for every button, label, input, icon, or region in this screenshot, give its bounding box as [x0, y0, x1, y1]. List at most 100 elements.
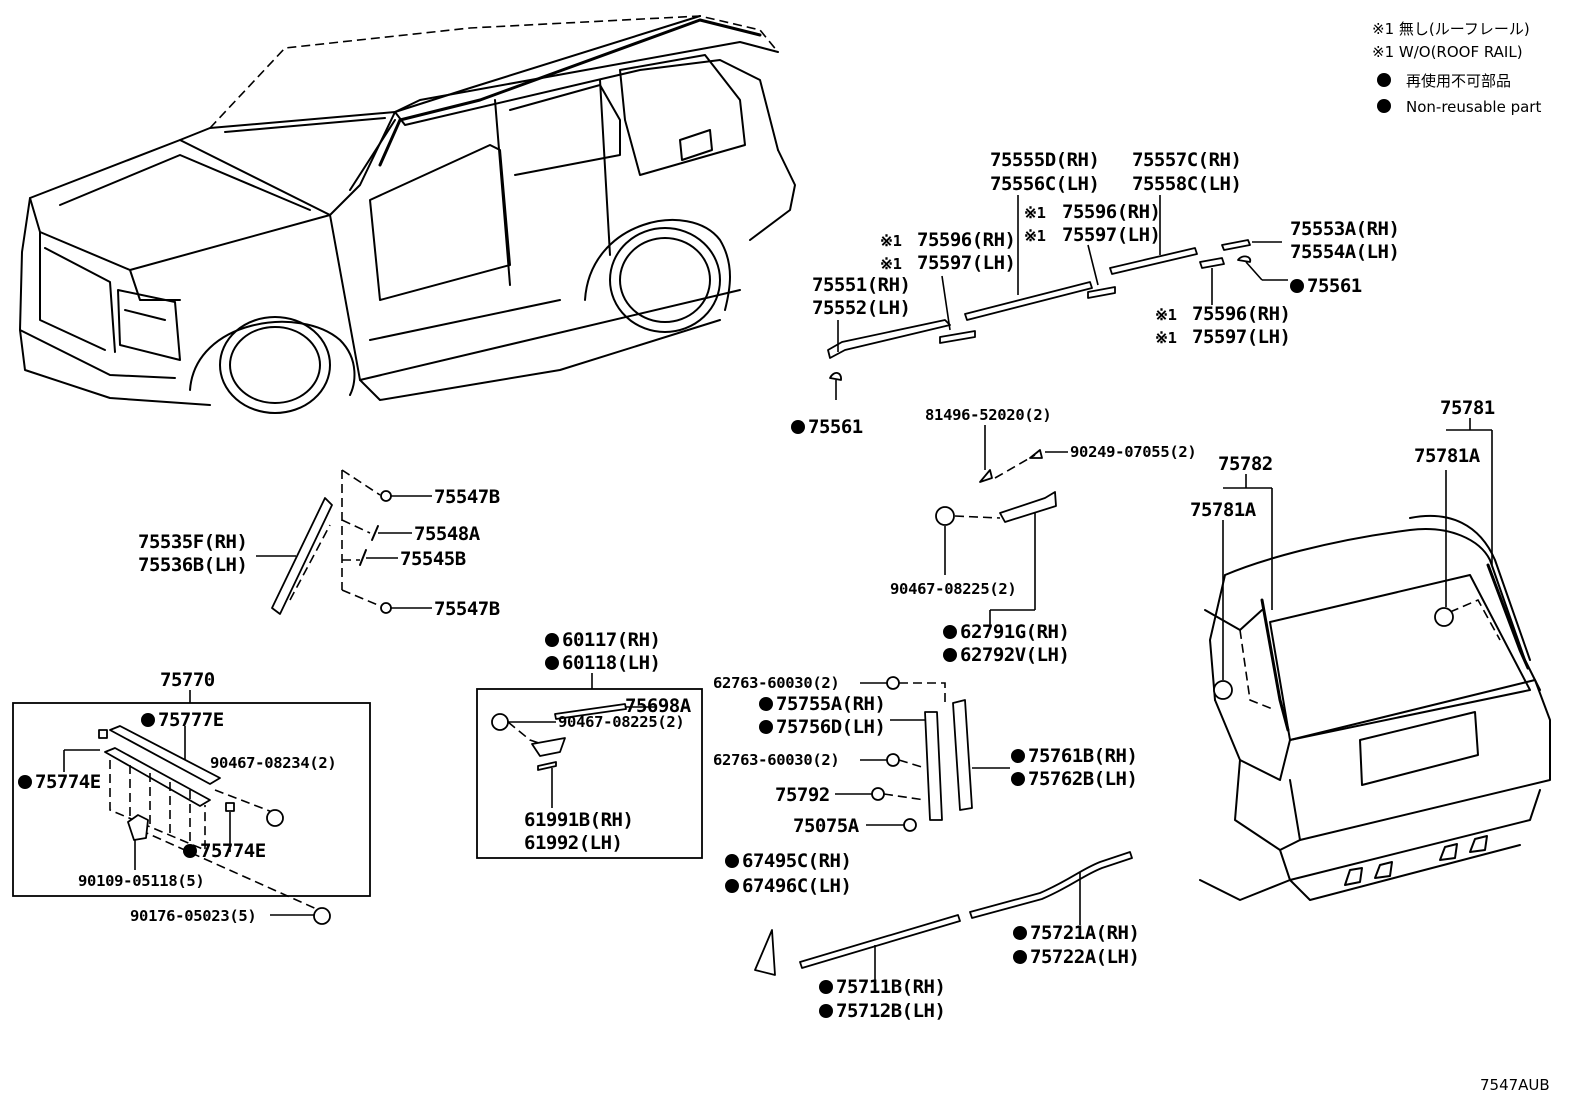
clip-90467-08234: [266, 809, 284, 827]
non-reusable-dot-icon: [1013, 926, 1027, 940]
moulding-75721A: [969, 851, 1133, 919]
non-reusable-dot-icon: [1377, 73, 1391, 87]
moulding-75553A: [1221, 239, 1251, 251]
label-75712B: 75712B(LH): [836, 1000, 945, 1022]
moulding-75557C: [1109, 247, 1198, 275]
non-reusable-dot-icon: [1013, 950, 1027, 964]
label-75596-a: 75596(RH): [917, 229, 1015, 251]
garnish-75761B: [952, 699, 973, 811]
label-75781: 75781: [1440, 397, 1495, 419]
label-75777E: 75777E: [158, 709, 224, 731]
garnish-62791G: [999, 491, 1057, 523]
cover-75597: [1087, 286, 1116, 299]
label-75774E-b: 75774E: [200, 840, 266, 862]
label-75547B-a: 75547B: [434, 486, 500, 508]
box-75770: 75770 75777E 90467-08234(2) 75774E 75774…: [12, 669, 371, 925]
label-90109: 90109-05118(5): [78, 872, 204, 890]
moulding-75555D: [964, 281, 1093, 321]
non-reusable-dot-icon: [183, 844, 197, 858]
moulding-75551: [827, 319, 951, 359]
label-90467-08225-a: 90467-08225(2): [890, 580, 1016, 598]
label-75596-b: 75596(RH): [1062, 201, 1160, 223]
label-62791G: 62791G(RH): [960, 621, 1069, 643]
cover-75596-c: [1199, 257, 1225, 269]
ref-mark: ※1: [880, 232, 902, 250]
non-reusable-dot-icon: [725, 854, 739, 868]
non-reusable-dot-icon: [943, 625, 957, 639]
label-75535F: 75535F(RH): [138, 531, 247, 553]
vehicle-rear-view: 75781 75781A 75782 75781A: [1190, 397, 1551, 901]
label-67495C: 67495C(RH): [742, 850, 851, 872]
label-75554A: 75554A(LH): [1290, 241, 1399, 263]
label-75561-r: 75561: [1307, 275, 1362, 297]
garnish-75777E: [109, 725, 221, 785]
label-90467-08225-b: 90467-08225(2): [558, 713, 684, 731]
label-61992: 61992(LH): [524, 832, 622, 854]
label-60118: 60118(LH): [562, 652, 660, 674]
label-75782: 75782: [1218, 453, 1273, 475]
label-75075A: 75075A: [793, 815, 860, 837]
roof-mouldings: [827, 195, 1288, 400]
clip-90467-08225-b: [491, 713, 509, 731]
clip-75781A-a: [1434, 607, 1454, 627]
label-90249: 90249-07055(2): [1070, 443, 1196, 461]
label-75698A: 75698A: [625, 695, 692, 717]
label-75551: 75551(RH): [812, 274, 910, 296]
garnish-67495C: [754, 929, 776, 976]
label-75711B: 75711B(RH): [836, 976, 945, 998]
label-81496: 81496-52020(2): [925, 406, 1051, 424]
label-75762B: 75762B(LH): [1028, 768, 1137, 790]
label-75597-b: 75597(LH): [1062, 224, 1160, 246]
non-reusable-dot-icon: [1377, 99, 1391, 113]
non-reusable-dot-icon: [18, 775, 32, 789]
label-75561-l: 75561: [808, 416, 863, 438]
non-reusable-dot-icon: [725, 879, 739, 893]
clip-75561-l: [829, 372, 842, 381]
moulding-75711B: [799, 914, 961, 969]
legend-line-2: ※1 W/O(ROOF RAIL): [1372, 43, 1523, 61]
cover-75596: [939, 330, 976, 344]
label-90176: 90176-05023(5): [130, 907, 256, 925]
non-reusable-dot-icon: [545, 656, 559, 670]
garnish-75535F: [271, 497, 333, 615]
ref-mark: ※1: [1155, 306, 1177, 324]
ref-mark: ※1: [1024, 204, 1046, 222]
clip-75781A-b: [1213, 680, 1233, 700]
legend-line-1: ※1 無し(ルーフレール): [1372, 20, 1530, 38]
label-75553A: 75553A(RH): [1290, 218, 1399, 240]
label-75781A-b: 75781A: [1190, 499, 1257, 521]
non-reusable-dot-icon: [1011, 772, 1025, 786]
label-75781A-a: 75781A: [1414, 445, 1481, 467]
clip-90176: [313, 907, 331, 925]
label-75548A: 75548A: [414, 523, 481, 545]
clip-90467-08225-a: [935, 506, 955, 526]
non-reusable-dot-icon: [819, 980, 833, 994]
ref-mark: ※1: [1024, 227, 1046, 245]
label-75556C: 75556C(LH): [990, 173, 1099, 195]
pillar-garnish-group: 75547B 75548A 75545B 75547B 75535F(RH) 7…: [138, 469, 500, 620]
label-90467-08234: 90467-08234(2): [210, 754, 336, 772]
label-75755A: 75755A(RH): [776, 693, 885, 715]
label-75792: 75792: [775, 784, 830, 806]
label-60117: 60117(RH): [562, 629, 660, 651]
lower-mouldings: 67495C(RH) 67496C(LH) 75711B(RH) 75712B(…: [725, 850, 1140, 1022]
label-75547B-b: 75547B: [434, 598, 500, 620]
label-75557C: 75557C(RH): [1132, 149, 1241, 171]
non-reusable-dot-icon: [1290, 279, 1304, 293]
ref-mark: ※1: [1155, 329, 1177, 347]
label-75774E-a: 75774E: [35, 771, 101, 793]
label-75770: 75770: [160, 669, 215, 691]
non-reusable-dot-icon: [545, 633, 559, 647]
label-75558C: 75558C(LH): [1132, 173, 1241, 195]
label-75555D: 75555D(RH): [990, 149, 1099, 171]
non-reusable-dot-icon: [791, 420, 805, 434]
label-62763-a: 62763-60030(2): [713, 674, 839, 692]
legend: ※1 無し(ルーフレール) ※1 W/O(ROOF RAIL) 再使用不可部品 …: [1372, 20, 1541, 116]
non-reusable-dot-icon: [943, 648, 957, 662]
door-garnish-group: 62763-60030(2) 75755A(RH) 75756D(LH) 627…: [713, 674, 1138, 837]
label-67496C: 67496C(LH): [742, 875, 851, 897]
label-75721A: 75721A(RH): [1030, 922, 1139, 944]
label-75545B: 75545B: [400, 548, 466, 570]
